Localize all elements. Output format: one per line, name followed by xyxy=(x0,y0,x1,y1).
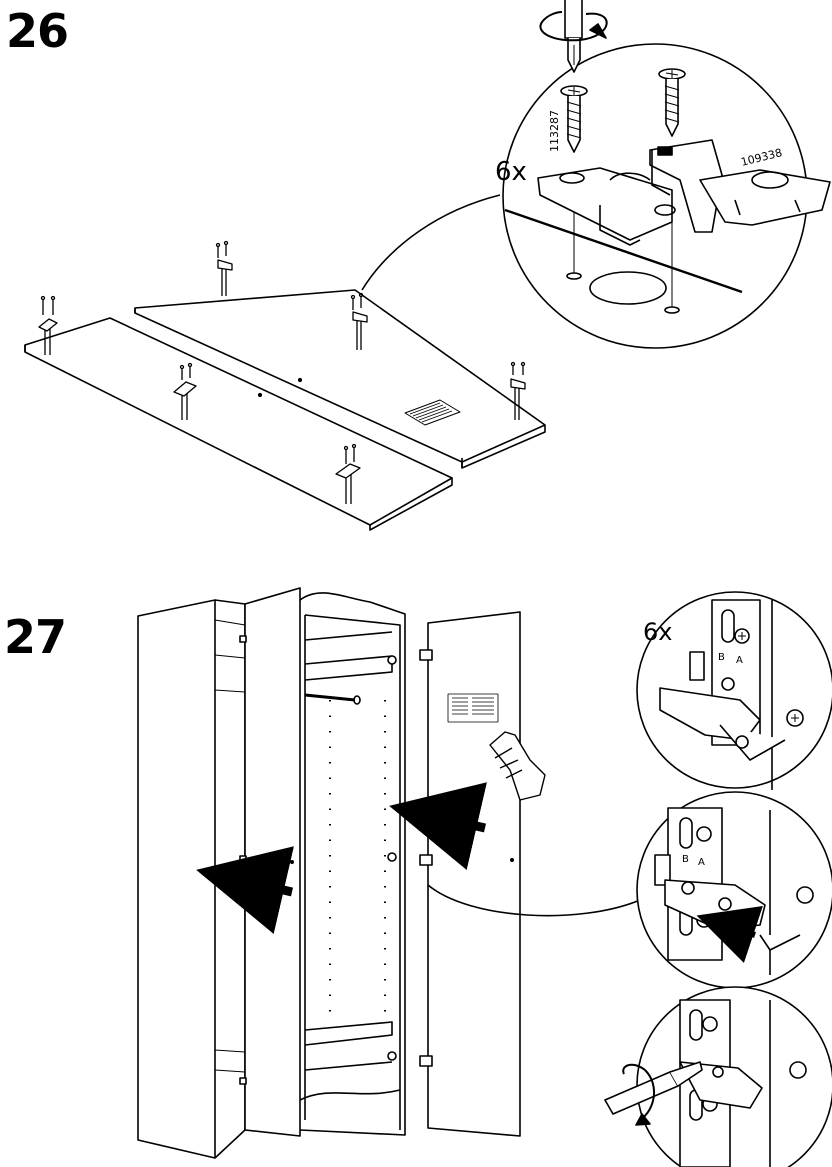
part-number-screw: 113287 xyxy=(548,110,561,152)
detail-callout-curve xyxy=(362,195,500,290)
screwdriver-icon xyxy=(565,0,582,72)
hinge-label-b-2: B xyxy=(682,854,689,865)
left-door xyxy=(240,588,300,1136)
label-sticker-icon-27 xyxy=(448,694,498,722)
right-door xyxy=(420,612,520,1136)
hinge-screw-detail xyxy=(503,0,830,348)
step-27-illustration xyxy=(138,588,832,1167)
quantity-label-27: 6x xyxy=(643,618,672,646)
hinge-detail-3 xyxy=(605,987,832,1167)
hinge-detail-2 xyxy=(637,792,832,988)
hinge-label-b-1: B xyxy=(718,652,725,663)
hinge-label-a-2: A xyxy=(698,857,705,868)
step-26-illustration xyxy=(25,0,830,530)
quantity-label-26: 6x xyxy=(495,157,527,187)
hinge-label-a-1: A xyxy=(736,655,743,666)
